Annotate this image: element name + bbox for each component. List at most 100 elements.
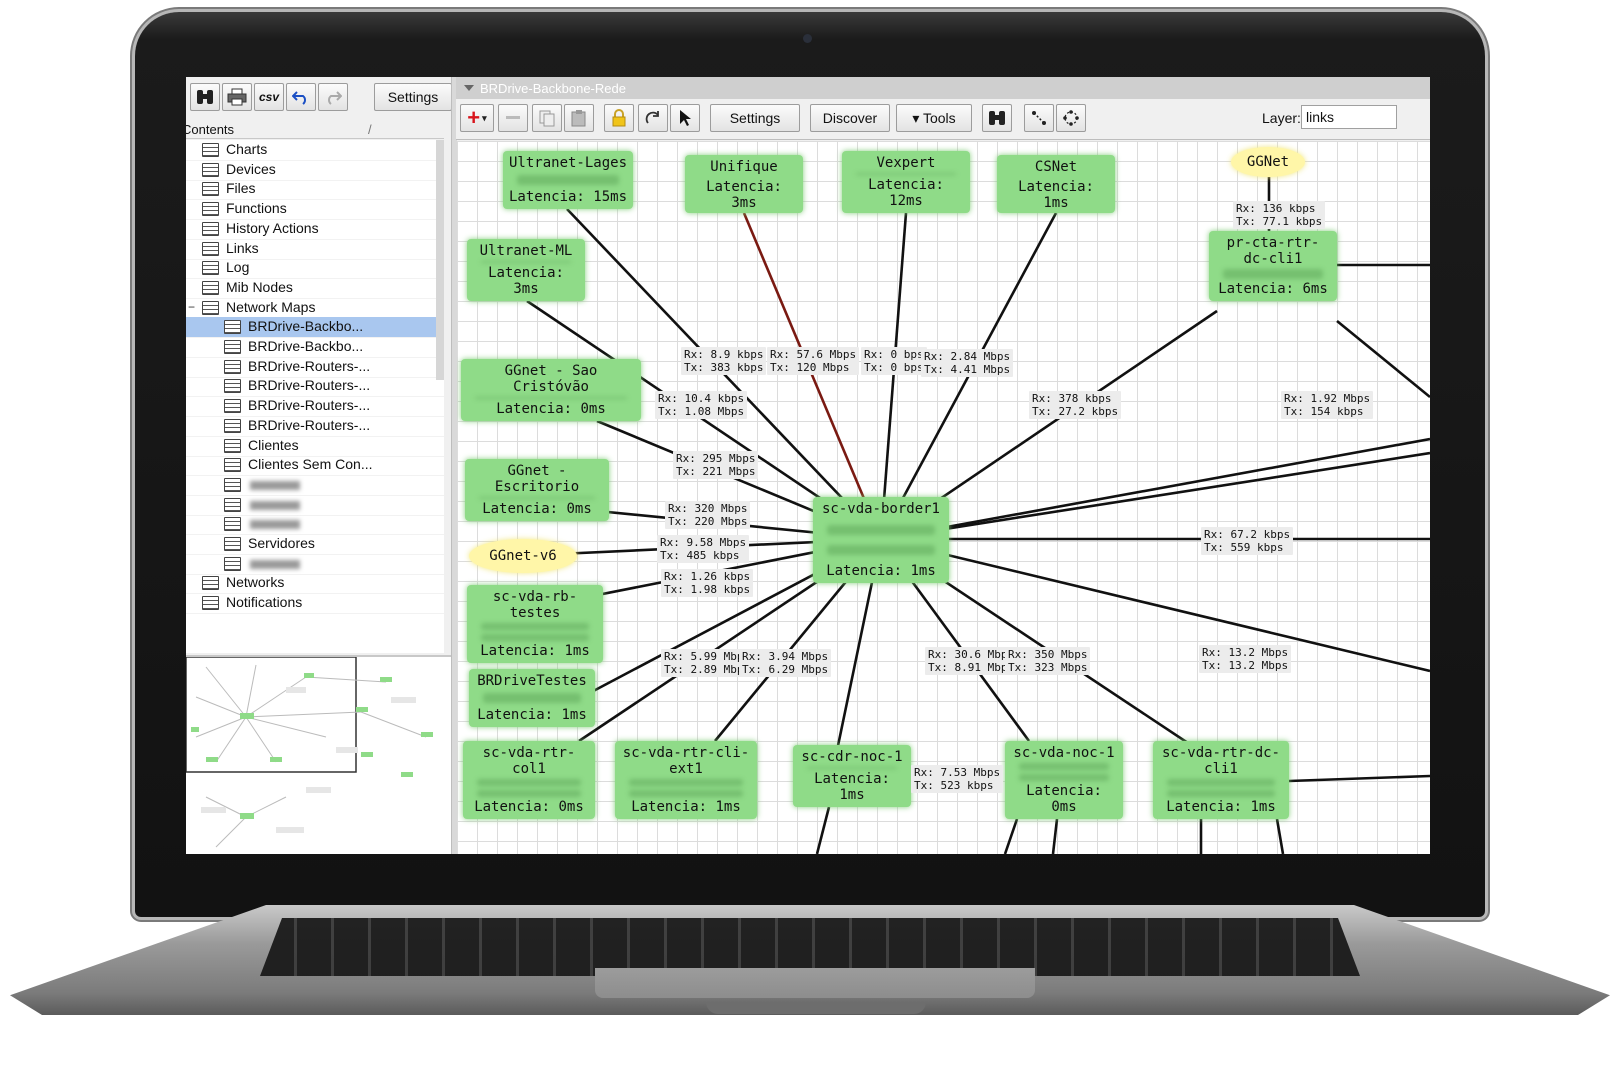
tree-item-label: Clientes Sem Con...: [248, 456, 373, 473]
link-line[interactable]: [1003, 818, 1019, 854]
collapse-icon[interactable]: −: [188, 299, 196, 314]
layer-field[interactable]: links: [1301, 105, 1397, 129]
link-line[interactable]: [879, 212, 908, 540]
link-line[interactable]: [742, 212, 883, 540]
lock-icon[interactable]: [604, 104, 634, 132]
add-icon[interactable]: +▾: [460, 104, 494, 132]
remove-icon[interactable]: [498, 104, 528, 132]
pane-divider[interactable]: [451, 77, 457, 854]
tree-item[interactable]: BRDrive-Routers-...: [186, 396, 444, 418]
tree-scrollbar[interactable]: [436, 140, 444, 380]
link-line[interactable]: [1275, 818, 1285, 854]
map-settings-button[interactable]: Settings: [710, 104, 800, 132]
tree-item-label: Log: [226, 259, 250, 276]
paste-icon[interactable]: [564, 104, 594, 132]
device-name: Vexpert: [876, 155, 936, 171]
latency-label: Latencia: 0ms: [1026, 783, 1102, 815]
left-settings-button[interactable]: Settings: [374, 83, 452, 111]
pointer-icon[interactable]: [670, 104, 700, 132]
tree-item-label: Links: [226, 239, 259, 256]
blurred-ip-address: [477, 779, 581, 786]
tree-item[interactable]: Servidores: [186, 534, 444, 555]
tree-item[interactable]: Devices: [186, 160, 444, 181]
tools-menu-button[interactable]: ▾ Tools: [896, 104, 972, 132]
tree-item[interactable]: BRDrive-Backbo...: [186, 337, 444, 358]
redo-icon[interactable]: [318, 83, 348, 111]
link-line[interactable]: [1288, 774, 1430, 783]
tree-item[interactable]: Clientes Sem Con...: [186, 455, 444, 477]
printer-icon[interactable]: [222, 83, 252, 111]
tree-item[interactable]: BRDrive-Routers-...: [186, 376, 444, 398]
tree-item[interactable]: Functions: [186, 199, 444, 221]
tree-item[interactable]: BRDrive-Routers-...: [186, 416, 444, 437]
tree-item[interactable]: Files: [186, 179, 444, 201]
link-line[interactable]: [1336, 319, 1430, 399]
link-line[interactable]: [880, 537, 1430, 673]
table-icon: [202, 576, 219, 591]
contents-header[interactable]: Contents /: [186, 120, 444, 139]
link-line[interactable]: [815, 806, 831, 854]
tree-item[interactable]: [186, 554, 444, 575]
undo-icon[interactable]: [286, 83, 316, 111]
tree-item[interactable]: Clientes: [186, 436, 444, 457]
tree-item[interactable]: Notifications: [186, 593, 444, 615]
link-line[interactable]: [880, 437, 1430, 541]
tree-item[interactable]: BRDrive-Backbo...: [186, 317, 444, 339]
tree-item-label: BRDrive-Routers-...: [248, 397, 371, 414]
tree-item[interactable]: BRDrive-Routers-...: [186, 357, 444, 378]
tree-item[interactable]: History Actions: [186, 219, 444, 240]
keyboard: [260, 918, 1360, 976]
link-traffic-label: Rx: 320 Mbps Tx: 220 Mbps: [665, 501, 751, 529]
collapse-arrow-icon[interactable]: [464, 85, 474, 91]
link-line[interactable]: [1051, 818, 1059, 854]
map-binoculars-icon[interactable]: [982, 104, 1012, 132]
csv-icon[interactable]: csv: [254, 83, 284, 111]
cloud-node[interactable]: GGnet-v6: [469, 539, 577, 573]
contents-header-label: Contents: [186, 122, 235, 137]
tree-item-label: BRDrive-Backbo...: [248, 318, 364, 335]
tree-item[interactable]: Log: [186, 258, 444, 280]
map-overview[interactable]: [186, 655, 456, 854]
map-window-title: BRDrive-Backbone-Rede: [480, 81, 626, 96]
tree-item[interactable]: [186, 475, 444, 496]
rotate-icon[interactable]: [638, 104, 668, 132]
tree-item[interactable]: Network Maps−: [186, 298, 444, 319]
discover-button[interactable]: Discover: [810, 104, 890, 132]
link-line[interactable]: [880, 451, 1430, 541]
tree-item[interactable]: [186, 514, 444, 536]
copy-icon[interactable]: [532, 104, 562, 132]
auto-layout-icon[interactable]: [1024, 104, 1054, 132]
circle-layout-icon[interactable]: [1056, 104, 1086, 132]
tree-item[interactable]: [186, 495, 444, 516]
latency-label: Latencia: 0ms: [482, 501, 592, 517]
tree-item-label: Charts: [226, 141, 268, 157]
tree-item[interactable]: Networks: [186, 573, 444, 595]
tree-item-label: Mib Nodes: [226, 278, 293, 295]
map-window-title-bar[interactable]: BRDrive-Backbone-Rede: [456, 77, 1430, 99]
latency-label: Latencia: 1ms: [826, 563, 936, 579]
tree-item[interactable]: Mib Nodes: [186, 278, 444, 299]
binoculars-icon[interactable]: [190, 83, 220, 111]
tree-item[interactable]: Charts: [186, 140, 444, 161]
blurred-ip-address: [629, 790, 743, 797]
tree-item[interactable]: Links: [186, 239, 444, 260]
cloud-node[interactable]: GGNet: [1231, 147, 1305, 177]
